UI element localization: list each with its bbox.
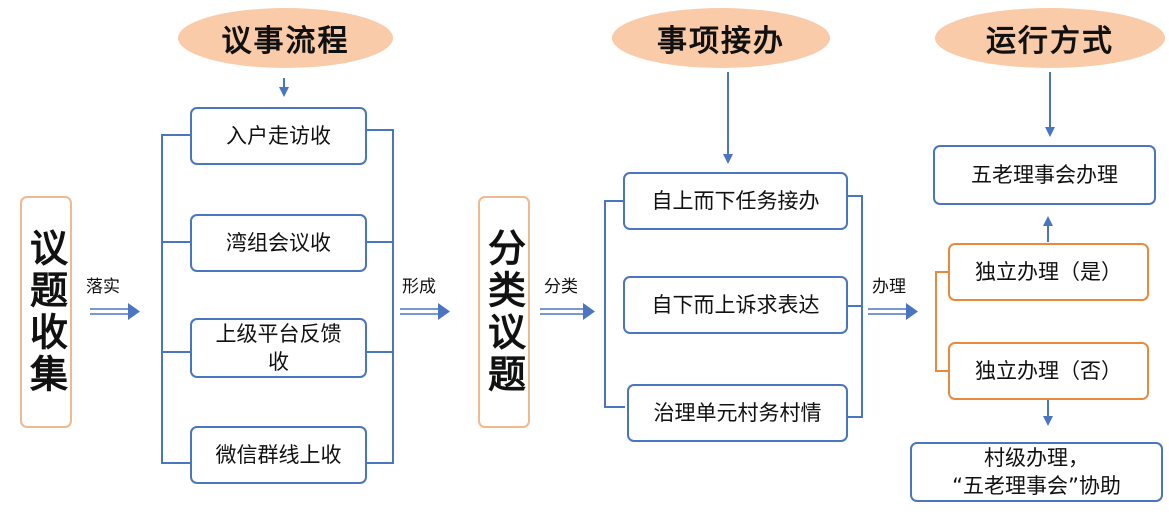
channel-wechat-group: 微信群线上收 <box>190 426 367 484</box>
topic-collection-title: 议题收集 <box>23 228 68 396</box>
channel-platform-feedback: 上级平台反馈收 <box>190 318 367 378</box>
arrow-classify-head <box>583 303 595 320</box>
handover-top-down: 自上而下任务接办 <box>623 172 848 230</box>
label-handle: 办理 <box>872 277 906 297</box>
village-level-line1: 村级办理， <box>984 446 1089 470</box>
classified-topics-title: 分类议题 <box>481 228 526 396</box>
label-classify: 分类 <box>544 277 578 297</box>
channel-group-meeting: 湾组会议收 <box>190 214 367 272</box>
village-level-line2: “五老理事会”协助 <box>952 474 1121 498</box>
channel-home-visit: 入户走访收 <box>190 107 367 165</box>
bracket-left-collection <box>161 134 190 464</box>
independent-yes: 独立办理（是） <box>948 243 1149 301</box>
handover-governance-unit: 治理单元村务村情 <box>627 384 848 442</box>
handover-bottom-up: 自下而上诉求表达 <box>623 276 848 334</box>
bracket-independent <box>935 271 948 372</box>
independent-no: 独立办理（否） <box>948 342 1149 400</box>
header-process: 议事流程 <box>178 8 393 68</box>
bracket-right-collection <box>367 129 394 464</box>
arrow-implement-head <box>128 303 140 320</box>
label-form: 形成 <box>402 277 436 297</box>
committee-handling: 五老理事会办理 <box>933 145 1156 205</box>
bracket-left-handover <box>604 200 625 408</box>
topic-collection-box: 议题收集 <box>20 196 72 428</box>
arrow-handle-head <box>906 303 918 320</box>
label-implement: 落实 <box>86 277 120 297</box>
arrow-form-head <box>438 303 450 320</box>
classified-topics-box: 分类议题 <box>478 196 530 428</box>
village-level-handling: 村级办理， “五老理事会”协助 <box>910 442 1163 502</box>
header-operation: 运行方式 <box>935 8 1165 68</box>
header-handover: 事项接办 <box>612 8 830 68</box>
